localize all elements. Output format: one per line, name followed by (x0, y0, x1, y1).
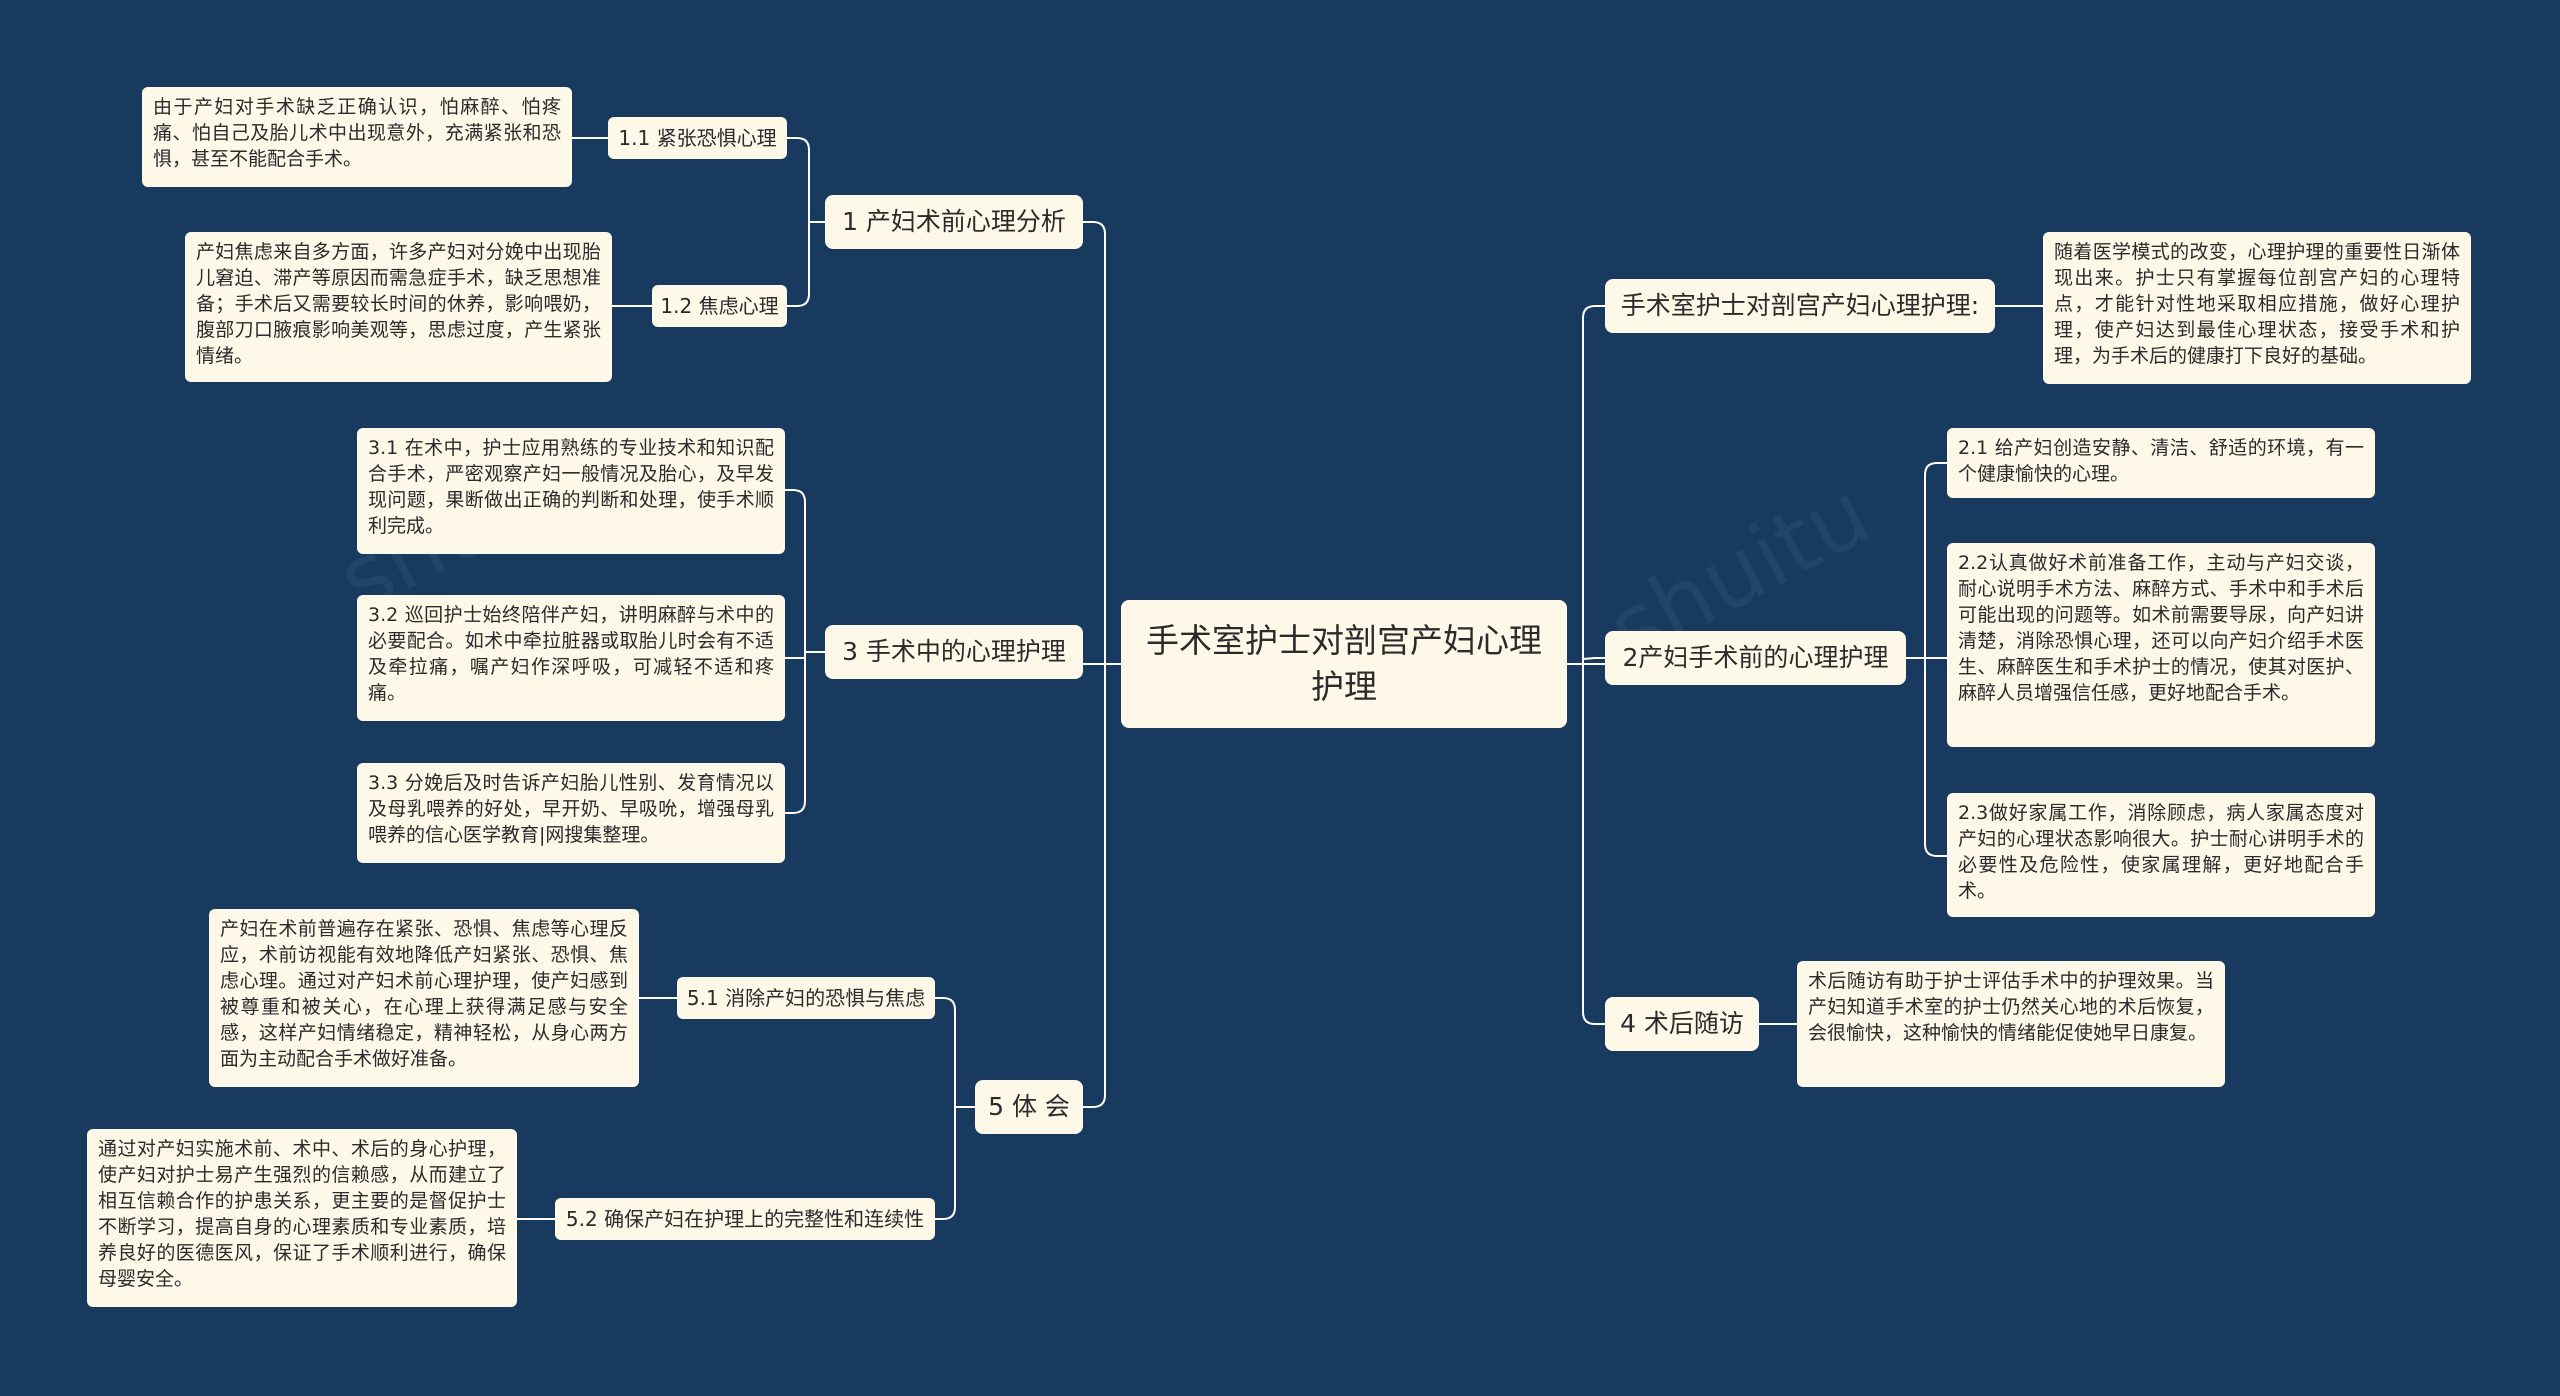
leaf-3-2: 3.2 巡回护士始终陪伴产妇，讲明麻醉与术中的必要配合。如术中牵拉脏器或取胎儿时… (357, 595, 785, 721)
branch-experience[interactable]: 5 体 会 (975, 1080, 1083, 1134)
branch-preoperative-analysis[interactable]: 1 产妇术前心理分析 (825, 195, 1083, 249)
branch-label: 2产妇手术前的心理护理 (1622, 643, 1889, 672)
subtopic-label: 5.2 确保产妇在护理上的完整性和连续性 (565, 1207, 925, 1231)
subtopic-relieve-fear[interactable]: 5.1 消除产妇的恐惧与焦虑 (677, 977, 935, 1019)
leaf-anxiety-detail: 产妇焦虑来自多方面，许多产妇对分娩中出现胎儿窘迫、滞产等原因而需急症手术，缺乏思… (185, 232, 612, 382)
leaf-text: 2.2认真做好术前准备工作，主动与产妇交谈，耐心说明手术方法、麻醉方式、手术中和… (1958, 552, 2364, 704)
leaf-5-1-detail: 产妇在术前普遍存在紧张、恐惧、焦虑等心理反应，术前访视能有效地降低产妇紧张、恐惧… (209, 909, 639, 1087)
leaf-text: 产妇焦虑来自多方面，许多产妇对分娩中出现胎儿窘迫、滞产等原因而需急症手术，缺乏思… (196, 241, 601, 367)
leaf-2-2: 2.2认真做好术前准备工作，主动与产妇交谈，耐心说明手术方法、麻醉方式、手术中和… (1947, 543, 2375, 747)
leaf-followup-detail: 术后随访有助于护士评估手术中的护理效果。当产妇知道手术室的护士仍然关心地的术后恢… (1797, 961, 2225, 1087)
leaf-fear-detail: 由于产妇对手术缺乏正确认识，怕麻醉、怕疼痛、怕自己及胎儿术中出现意外，充满紧张和… (142, 87, 572, 187)
leaf-text: 通过对产妇实施术前、术中、术后的身心护理，使产妇对护士易产生强烈的信赖感，从而建… (98, 1138, 506, 1290)
leaf-text: 术后随访有助于护士评估手术中的护理效果。当产妇知道手术室的护士仍然关心地的术后恢… (1808, 970, 2214, 1044)
leaf-text: 产妇在术前普遍存在紧张、恐惧、焦虑等心理反应，术前访视能有效地降低产妇紧张、恐惧… (220, 918, 628, 1070)
branch-intro[interactable]: 手术室护士对剖宫产妇心理护理: (1605, 279, 1995, 333)
branch-label: 手术室护士对剖宫产妇心理护理: (1620, 291, 1980, 320)
subtopic-label: 1.2 焦虑心理 (660, 294, 779, 318)
leaf-text: 3.2 巡回护士始终陪伴产妇，讲明麻醉与术中的必要配合。如术中牵拉脏器或取胎儿时… (368, 604, 774, 704)
root-title: 手术室护士对剖宫产妇心理护理 (1146, 621, 1542, 706)
leaf-text: 2.3做好家属工作，消除顾虑，病人家属态度对产妇的心理状态影响很大。护士耐心讲明… (1958, 802, 2364, 902)
branch-intraoperative-care[interactable]: 3 手术中的心理护理 (825, 625, 1083, 679)
subtopic-label: 1.1 紧张恐惧心理 (618, 126, 777, 150)
leaf-text: 由于产妇对手术缺乏正确认识，怕麻醉、怕疼痛、怕自己及胎儿术中出现意外，充满紧张和… (153, 96, 561, 170)
leaf-text: 随着医学模式的改变，心理护理的重要性日渐体现出来。护士只有掌握每位剖宫产妇的心理… (2054, 241, 2460, 367)
branch-label: 5 体 会 (988, 1092, 1070, 1121)
leaf-3-3: 3.3 分娩后及时告诉产妇胎儿性别、发育情况以及母乳喂养的好处，早开奶、早吸吮，… (357, 763, 785, 863)
leaf-3-1: 3.1 在术中，护士应用熟练的专业技术和知识配合手术，严密观察产妇一般情况及胎心… (357, 428, 785, 554)
subtopic-label: 5.1 消除产妇的恐惧与焦虑 (686, 986, 926, 1010)
leaf-text: 3.3 分娩后及时告诉产妇胎儿性别、发育情况以及母乳喂养的好处，早开奶、早吸吮，… (368, 772, 774, 846)
branch-followup[interactable]: 4 术后随访 (1605, 997, 1759, 1051)
root-topic[interactable]: 手术室护士对剖宫产妇心理护理 (1121, 600, 1567, 728)
leaf-text: 3.1 在术中，护士应用熟练的专业技术和知识配合手术，严密观察产妇一般情况及胎心… (368, 437, 774, 537)
leaf-2-1: 2.1 给产妇创造安静、清洁、舒适的环境，有一个健康愉快的心理。 (1947, 428, 2375, 498)
branch-label: 1 产妇术前心理分析 (842, 207, 1066, 236)
subtopic-anxiety[interactable]: 1.2 焦虑心理 (652, 285, 787, 327)
leaf-2-3: 2.3做好家属工作，消除顾虑，病人家属态度对产妇的心理状态影响很大。护士耐心讲明… (1947, 793, 2375, 917)
branch-preoperative-care[interactable]: 2产妇手术前的心理护理 (1605, 631, 1906, 685)
leaf-intro-detail: 随着医学模式的改变，心理护理的重要性日渐体现出来。护士只有掌握每位剖宫产妇的心理… (2043, 232, 2471, 384)
leaf-text: 2.1 给产妇创造安静、清洁、舒适的环境，有一个健康愉快的心理。 (1958, 437, 2364, 485)
leaf-5-2-detail: 通过对产妇实施术前、术中、术后的身心护理，使产妇对护士易产生强烈的信赖感，从而建… (87, 1129, 517, 1307)
branch-label: 3 手术中的心理护理 (842, 637, 1066, 666)
branch-label: 4 术后随访 (1620, 1009, 1744, 1038)
subtopic-fear[interactable]: 1.1 紧张恐惧心理 (608, 117, 787, 159)
subtopic-continuity[interactable]: 5.2 确保产妇在护理上的完整性和连续性 (555, 1198, 935, 1240)
